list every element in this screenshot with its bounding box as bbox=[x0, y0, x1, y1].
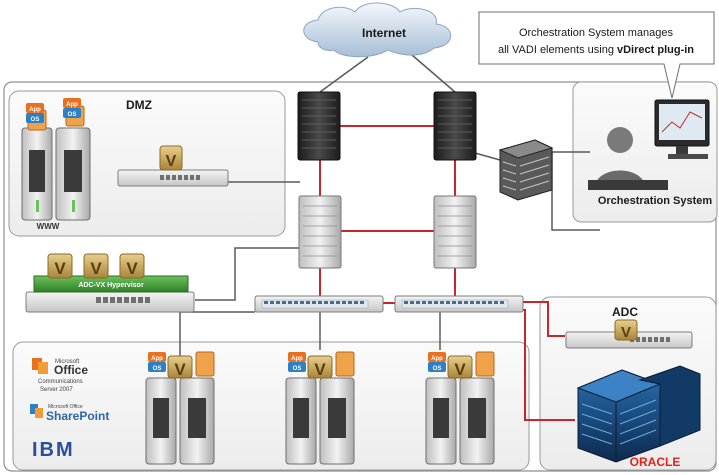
storage-array bbox=[498, 139, 554, 201]
firewall-left bbox=[298, 195, 342, 269]
dmz-title: DMZ bbox=[126, 98, 152, 112]
office-server-text: Server 2007 bbox=[40, 387, 73, 393]
os-label: OS bbox=[31, 117, 40, 123]
app-label: App bbox=[291, 356, 303, 362]
vadi-v-label: V bbox=[174, 360, 186, 379]
oracle-logo-text: ORACLE bbox=[630, 455, 681, 469]
callout-line2-bold: vDirect plug-in bbox=[617, 44, 694, 56]
app-label: App bbox=[431, 356, 443, 362]
router-left bbox=[297, 91, 341, 161]
sharepoint-microsoft-text: Microsoft Office bbox=[48, 404, 83, 410]
office-microsoft-text: Microsoft bbox=[55, 359, 80, 365]
internet-cloud: Internet bbox=[303, 2, 452, 58]
office-communications-text: Communications bbox=[38, 379, 83, 385]
switch-right bbox=[394, 295, 524, 313]
os-label: OS bbox=[293, 366, 302, 372]
hypervisor-label: ADC-VX Hypervisor bbox=[78, 282, 144, 289]
vadi-v-label: V bbox=[54, 259, 66, 278]
dmz-server-left bbox=[21, 127, 53, 221]
vadi-v-label: V bbox=[314, 360, 326, 379]
www-label: WWW bbox=[37, 222, 60, 231]
dmz-vm-stack-left: App OS bbox=[26, 103, 47, 131]
dmz-server-right bbox=[55, 127, 91, 221]
ibm-logo-text: IBM bbox=[32, 439, 75, 461]
adc-title: ADC bbox=[612, 305, 638, 319]
app-label: App bbox=[151, 356, 163, 362]
app-label: App bbox=[66, 102, 78, 108]
dmz-adc-appliance: V bbox=[117, 145, 229, 187]
os-label: OS bbox=[433, 366, 442, 372]
adc-appliance: V bbox=[565, 319, 693, 349]
network-boundary bbox=[3, 81, 717, 472]
orchestration-callout: Orchestration System manages all VADI el… bbox=[478, 11, 715, 99]
server-group-1: App OS V bbox=[145, 351, 215, 465]
callout-line2: all VADI elements using vDirect plug-in bbox=[498, 44, 694, 56]
sharepoint-logo: Microsoft Office SharePoint bbox=[30, 404, 109, 423]
internet-label: Internet bbox=[362, 26, 406, 40]
server-group-3: App OS V bbox=[425, 351, 495, 465]
callout-line1: Orchestration System manages bbox=[519, 27, 674, 39]
dmz-vm-stack-right: App OS bbox=[63, 98, 85, 127]
firewall-right bbox=[433, 195, 477, 269]
router-right bbox=[433, 91, 477, 161]
office-logo: Microsoft Office Communications Server 2… bbox=[32, 358, 88, 393]
os-label: OS bbox=[153, 366, 162, 372]
orchestration-label: Orchestration System bbox=[598, 195, 713, 207]
office-text: Office bbox=[54, 363, 88, 377]
vadi-v-label: V bbox=[90, 259, 102, 278]
server-group-2: App OS V bbox=[285, 351, 355, 465]
vadi-v-label: V bbox=[454, 360, 466, 379]
app-label: App bbox=[29, 107, 41, 113]
applications-panel bbox=[12, 341, 530, 471]
os-label: OS bbox=[68, 112, 77, 118]
sharepoint-text: SharePoint bbox=[46, 409, 109, 423]
vadi-v-label: V bbox=[166, 153, 177, 170]
callout-line2-prefix: all VADI elements using bbox=[498, 44, 617, 56]
oracle-servers bbox=[576, 365, 701, 463]
adc-vx-hypervisor: ADC-VX Hypervisor V V V bbox=[25, 253, 195, 313]
vadi-v-label: V bbox=[126, 259, 138, 278]
orchestration-workstation bbox=[588, 99, 710, 190]
vadi-v-label: V bbox=[621, 324, 631, 341]
switch-left bbox=[254, 295, 384, 313]
